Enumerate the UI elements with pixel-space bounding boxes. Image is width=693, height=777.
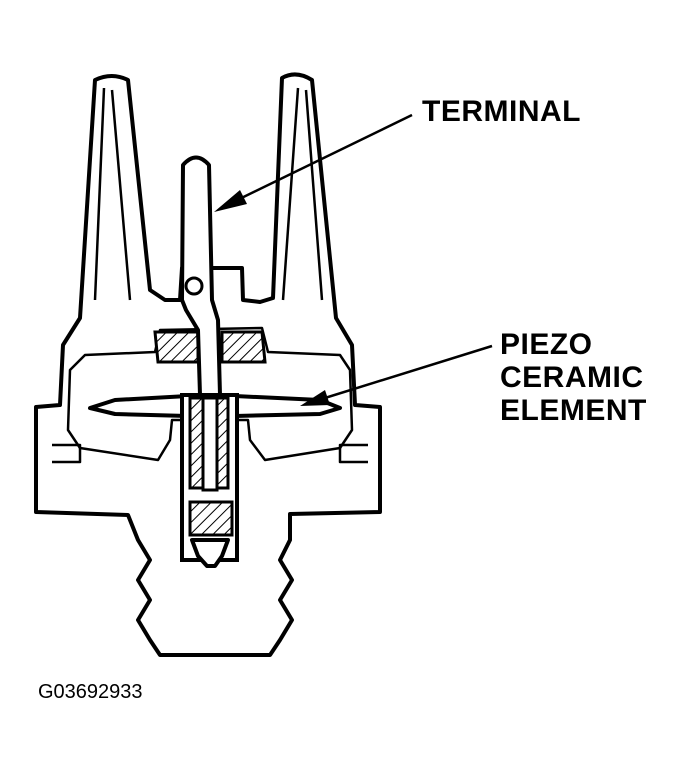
terminal-leader-line <box>224 113 413 208</box>
piezo-ceramic-element-label: PIEZO CERAMIC ELEMENT <box>500 330 647 429</box>
terminal-label: TERMINAL <box>422 95 581 128</box>
figure-id: G03692933 <box>38 681 143 703</box>
terminal-hole <box>184 276 204 296</box>
housing-crimp-left <box>52 443 82 464</box>
piezo-label-line-1: PIEZO <box>500 328 593 361</box>
sleeve-tip <box>190 538 230 568</box>
piezo-label-line-2: CERAMIC <box>500 361 644 394</box>
terminal-arrowhead <box>214 190 247 212</box>
piezo-arrowhead <box>300 390 330 406</box>
terminal-pin <box>180 155 222 397</box>
weight-block <box>188 500 234 537</box>
insulator-block-left <box>153 330 200 364</box>
housing-crimp-right <box>338 443 368 464</box>
blade-left-inner <box>93 87 132 301</box>
piezo-leader-line <box>311 344 493 404</box>
center-pin-slot <box>201 396 219 492</box>
insulator-block-right <box>220 330 267 364</box>
piezo-label-line-3: ELEMENT <box>500 394 647 427</box>
blade-right-inner <box>281 87 324 301</box>
